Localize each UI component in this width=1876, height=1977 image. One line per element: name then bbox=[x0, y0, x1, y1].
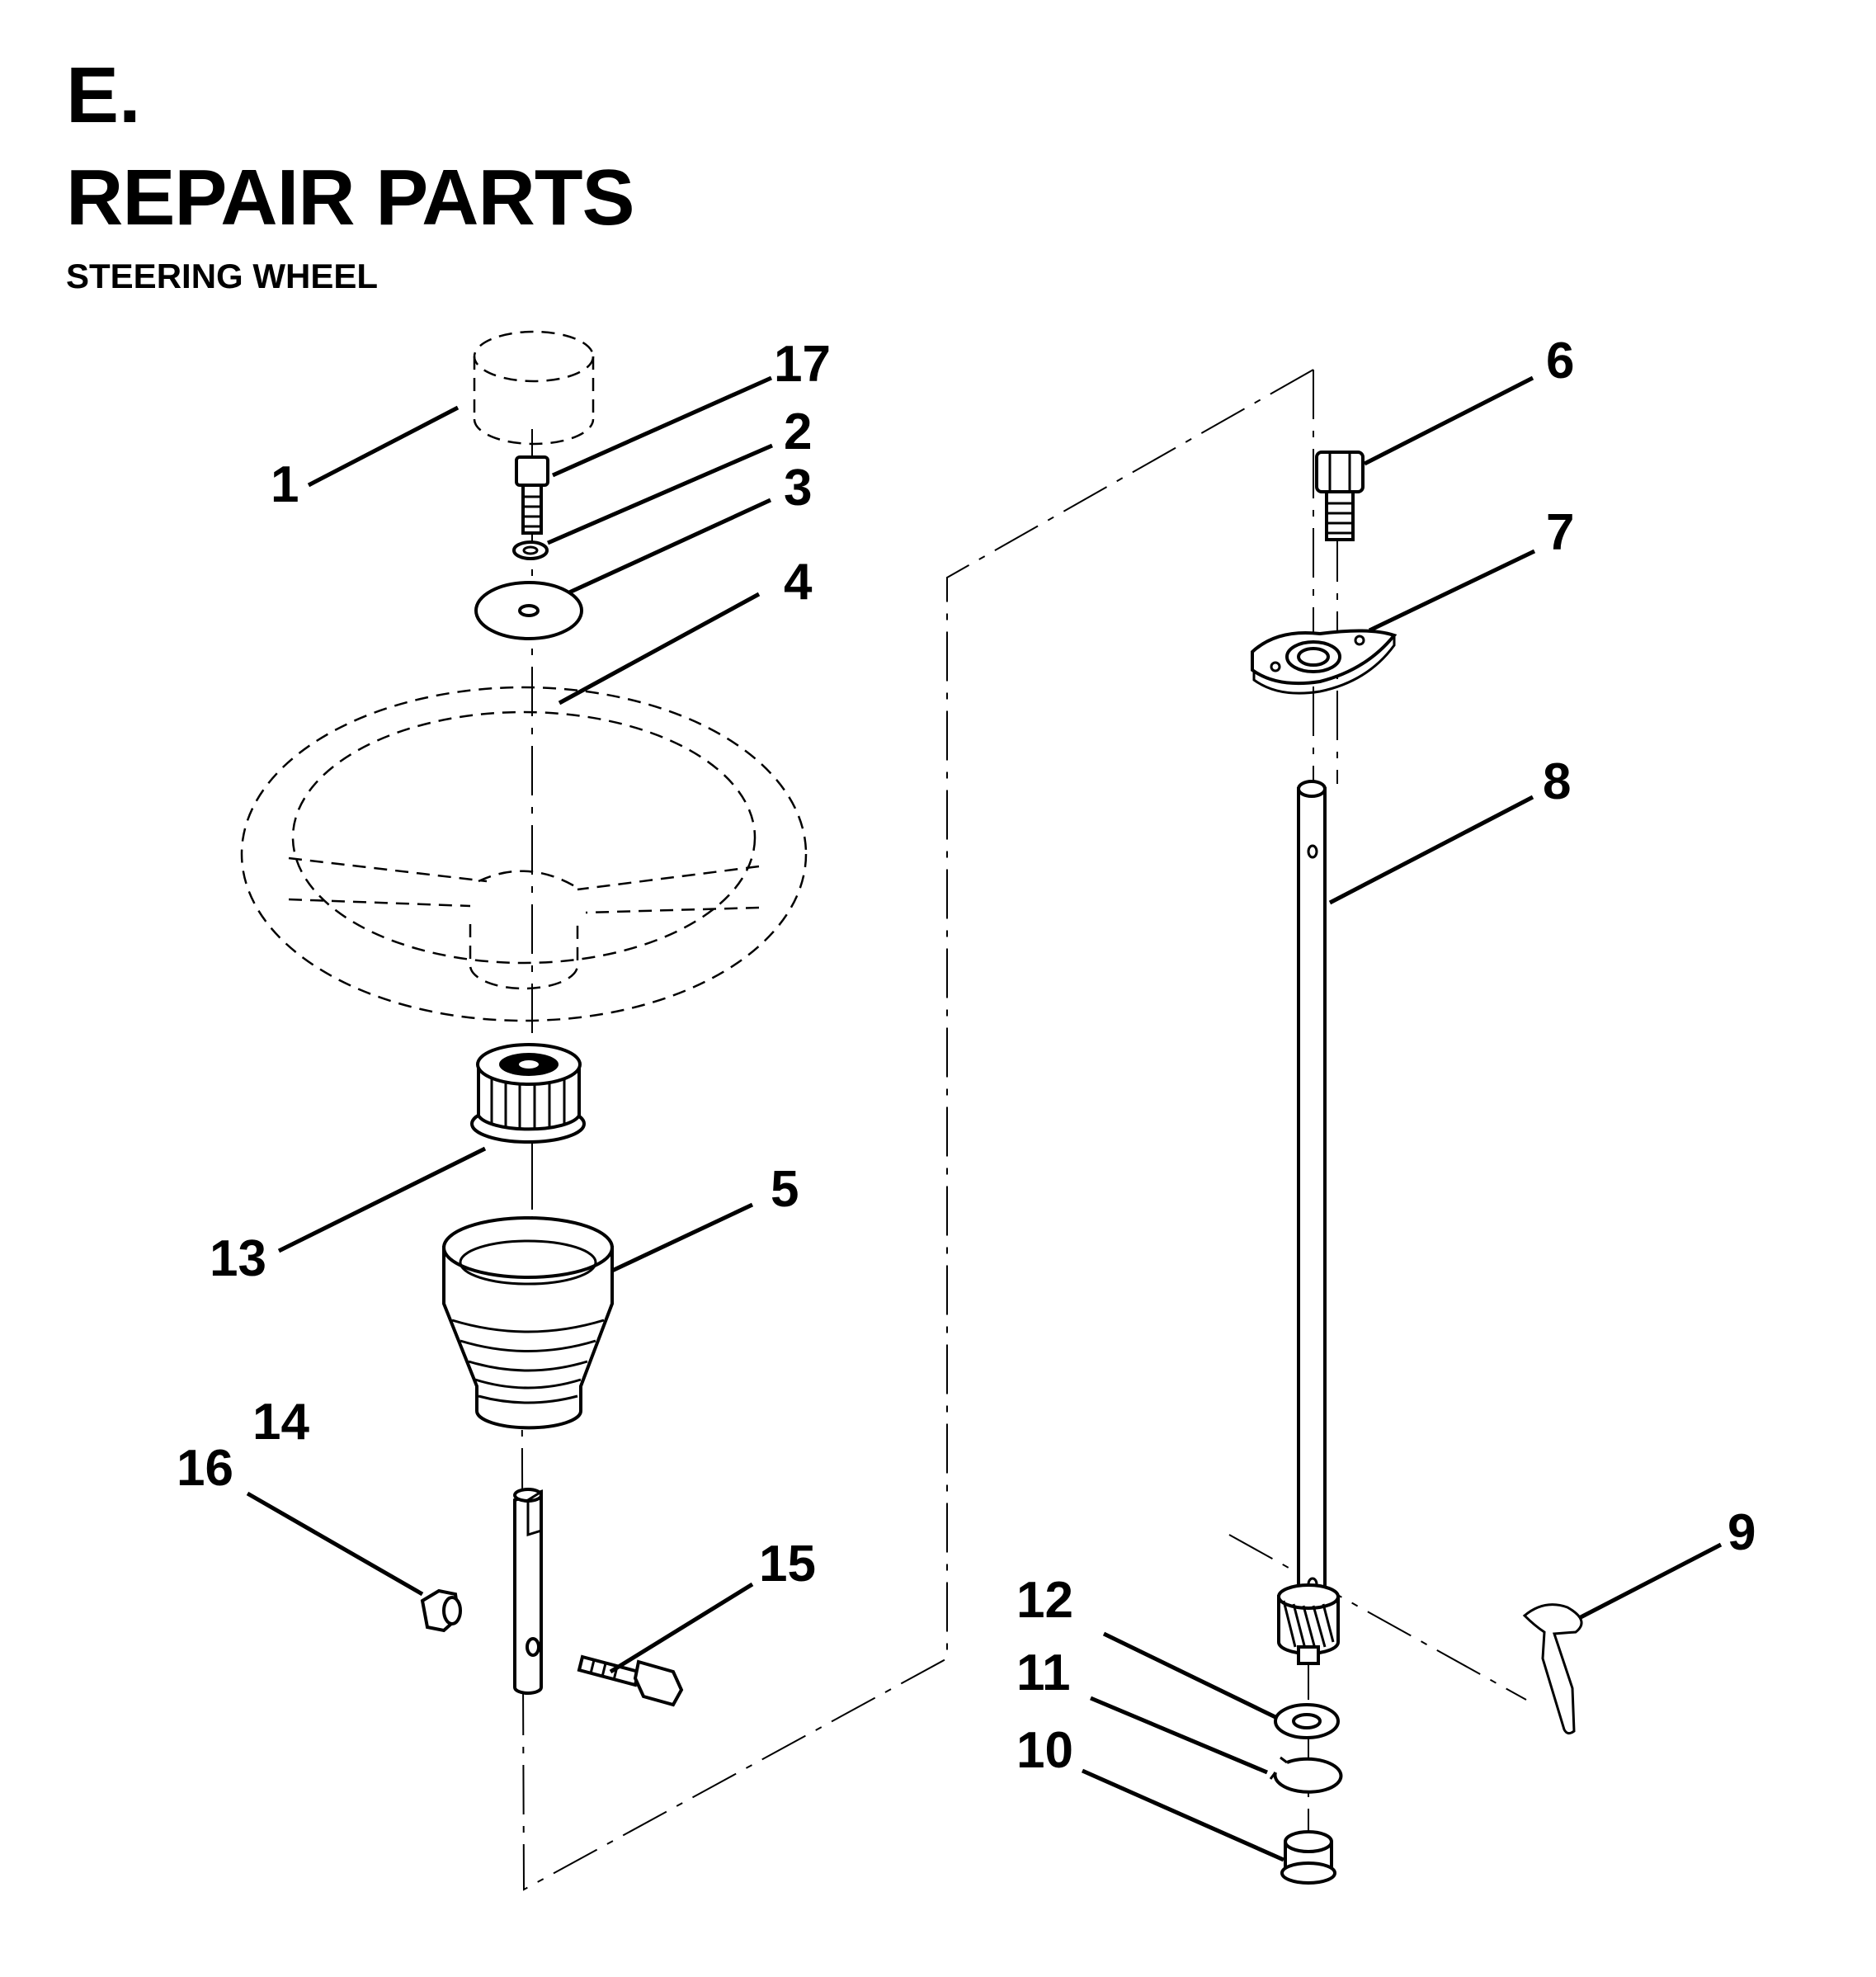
part-12-washer bbox=[1274, 1703, 1340, 1739]
part-15-bolt bbox=[577, 1654, 684, 1707]
callout-1: 1 bbox=[271, 456, 299, 513]
callout-13: 13 bbox=[210, 1230, 266, 1287]
part-1-cap bbox=[473, 330, 595, 446]
callout-17: 17 bbox=[774, 336, 831, 393]
callout-16: 16 bbox=[177, 1440, 233, 1497]
callout-11: 11 bbox=[1016, 1644, 1071, 1701]
part-10-bushing bbox=[1280, 1830, 1336, 1885]
part-14-shaft bbox=[513, 1488, 543, 1695]
callout-9: 9 bbox=[1728, 1504, 1756, 1561]
part-16-nut bbox=[420, 1588, 462, 1633]
part-17-bolt bbox=[515, 455, 549, 535]
callout-2: 2 bbox=[784, 403, 812, 460]
part-11-retaining-ring bbox=[1269, 1756, 1343, 1794]
leader-lines bbox=[246, 375, 1723, 1862]
part-4-steering-wheel bbox=[240, 686, 808, 1022]
part-6-bolt bbox=[1315, 451, 1365, 541]
part-7-flange-bearing bbox=[1251, 629, 1398, 695]
callout-14: 14 bbox=[252, 1394, 309, 1451]
callout-4: 4 bbox=[784, 554, 813, 611]
callout-15: 15 bbox=[759, 1536, 816, 1592]
callout-12: 12 bbox=[1016, 1572, 1073, 1629]
callout-5: 5 bbox=[771, 1161, 799, 1218]
callout-labels: 1 17 2 3 4 13 5 14 16 15 6 7 8 9 12 11 1… bbox=[177, 333, 1756, 1779]
part-13-splined-hub bbox=[470, 1043, 586, 1144]
part-9-hairpin-clip bbox=[1522, 1603, 1583, 1735]
pinion-gear bbox=[1277, 1583, 1340, 1665]
callout-7: 7 bbox=[1546, 504, 1574, 561]
part-2-lock-washer bbox=[512, 540, 549, 560]
callout-8: 8 bbox=[1543, 753, 1571, 810]
part-8-steering-shaft bbox=[1297, 780, 1327, 1594]
page-subtitle: STEERING WHEEL bbox=[66, 257, 379, 295]
part-3-flat-washer bbox=[474, 581, 583, 640]
callout-10: 10 bbox=[1016, 1722, 1073, 1779]
section-letter: E. bbox=[66, 51, 141, 139]
page-title: REPAIR PARTS bbox=[66, 153, 634, 242]
part-5-bellows bbox=[442, 1216, 614, 1430]
callout-6: 6 bbox=[1546, 333, 1574, 389]
callout-3: 3 bbox=[784, 460, 812, 517]
